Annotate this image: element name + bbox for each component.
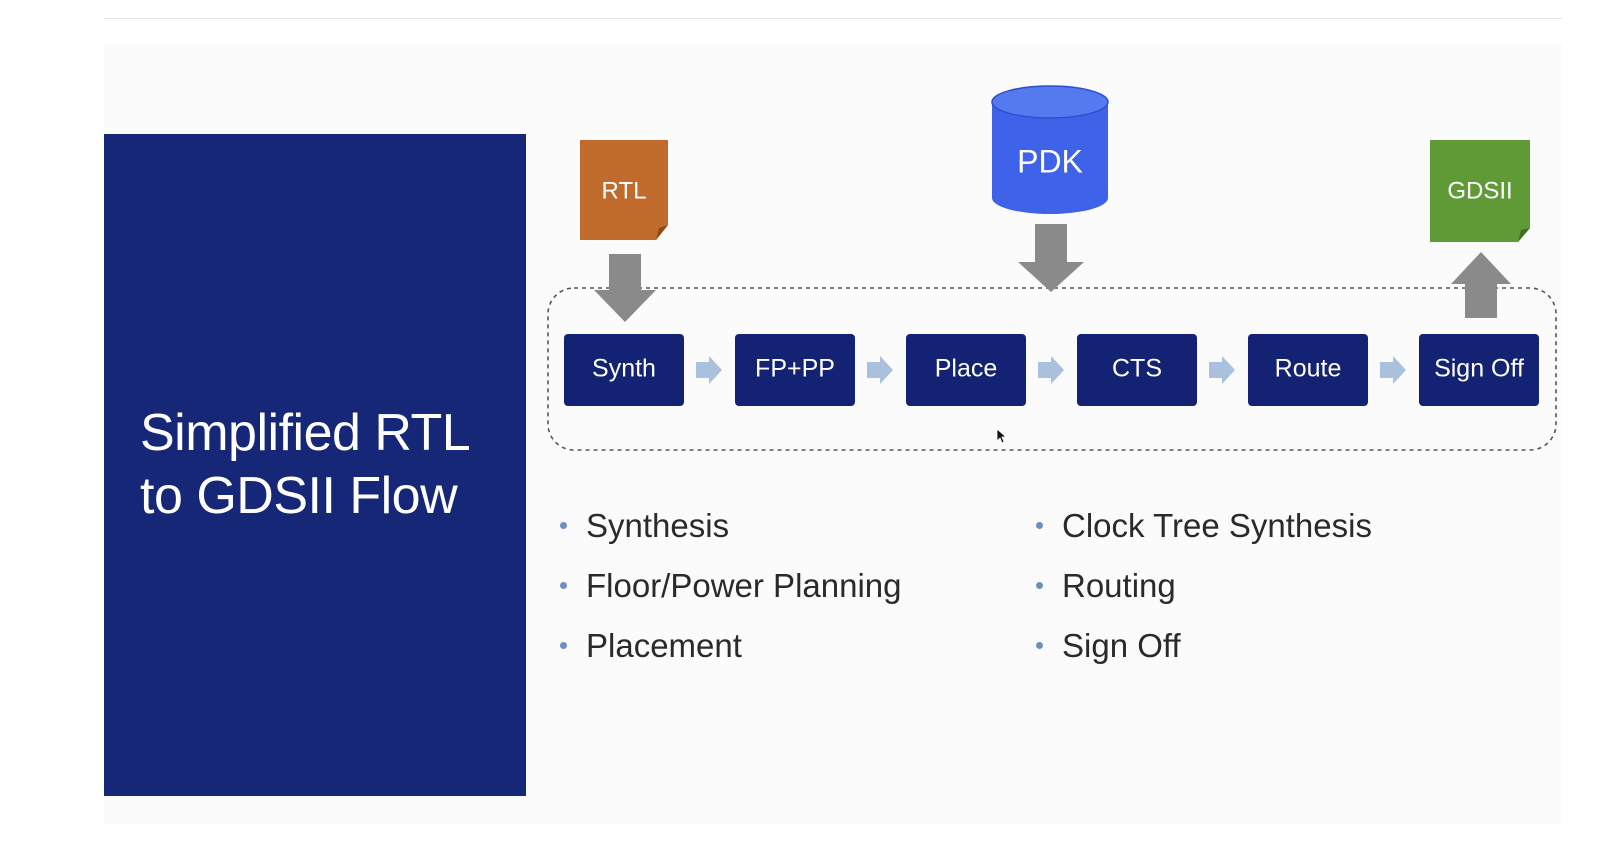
rtl-label: RTL: [602, 177, 647, 204]
stage-synth: Synth: [564, 334, 684, 406]
stage-fp-pp-box: [735, 334, 855, 406]
rtl-document-fold: [656, 225, 668, 240]
gdsii-up-arrow: [1451, 252, 1511, 318]
pdk-input: PDK: [991, 85, 1109, 214]
pdk-label: PDK: [1017, 143, 1083, 179]
stage-sign-off-label: Sign Off: [1434, 355, 1524, 383]
bullet-item: Floor/Power Planning: [560, 556, 902, 616]
mouse-pointer-icon: [996, 428, 1008, 444]
bullet-list-right: Clock Tree Synthesis Routing Sign Off: [1036, 496, 1372, 676]
stage-sign-off-box: [1419, 334, 1539, 406]
gdsii-output: GDSII: [1430, 140, 1530, 242]
flow-arrow-1: [696, 356, 722, 384]
gdsii-label: GDSII: [1447, 177, 1512, 204]
flow-arrow-3: [1038, 356, 1064, 384]
stage-route-label: Route: [1275, 355, 1342, 383]
stage-cts: CTS: [1077, 334, 1197, 406]
slide-title: Simplified RTL to GDSII Flow: [140, 404, 471, 525]
stage-cts-label: CTS: [1112, 355, 1162, 383]
flow-container: [547, 287, 1557, 451]
stage-sign-off: Sign Off: [1419, 334, 1539, 406]
bullet-item: Clock Tree Synthesis: [1036, 496, 1372, 556]
flow-arrow-2: [867, 356, 893, 384]
pdk-cylinder-body: [992, 102, 1108, 214]
pdk-down-arrow: [1018, 224, 1084, 292]
gdsii-document-fold: [1518, 228, 1530, 242]
rtl-document-shape: [580, 140, 668, 240]
stage-route: Route: [1248, 334, 1368, 406]
stage-cts-box: [1077, 334, 1197, 406]
bullet-list-left: Synthesis Floor/Power Planning Placement: [560, 496, 902, 676]
top-divider: [104, 18, 1562, 19]
rtl-input: RTL: [580, 140, 668, 240]
stage-fp-pp-label: FP+PP: [755, 355, 835, 383]
bullet-item: Routing: [1036, 556, 1372, 616]
bullet-item: Placement: [560, 616, 902, 676]
stage-synth-label: Synth: [592, 355, 656, 383]
stage-fp-pp: FP+PP: [735, 334, 855, 406]
pdk-cylinder-top: [991, 85, 1109, 119]
stage-route-box: [1248, 334, 1368, 406]
stage-place-label: Place: [935, 355, 998, 383]
flow-arrow-4: [1209, 356, 1235, 384]
stage-synth-box: [564, 334, 684, 406]
rtl-down-arrow: [594, 254, 656, 322]
title-panel: [104, 134, 526, 796]
stage-place-box: [906, 334, 1026, 406]
bullet-item: Sign Off: [1036, 616, 1372, 676]
stage-place: Place: [906, 334, 1026, 406]
flow-arrow-5: [1380, 356, 1406, 384]
gdsii-document-shape: [1430, 140, 1530, 242]
bullet-item: Synthesis: [560, 496, 902, 556]
